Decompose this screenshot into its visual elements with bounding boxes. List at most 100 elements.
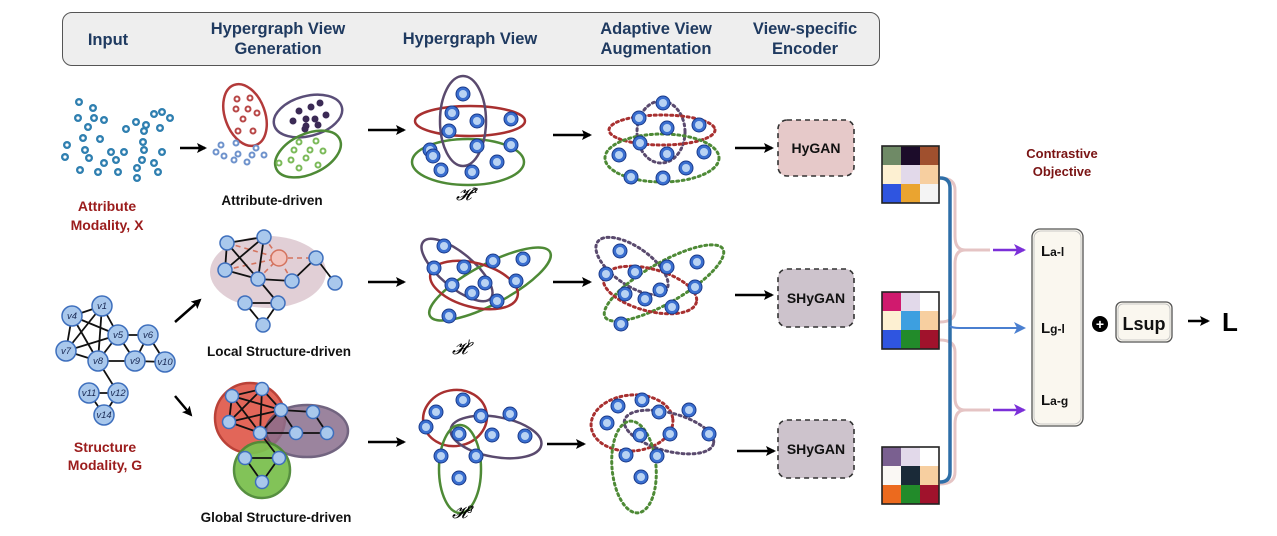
node-k — [254, 474, 270, 490]
augmented-view-attribute — [603, 95, 721, 186]
arrow-lg-l — [949, 322, 1026, 334]
loss-a-g: La-g — [1041, 392, 1068, 409]
matrix-cell — [901, 165, 920, 184]
pipeline-header — [62, 12, 880, 66]
node-f — [305, 404, 321, 420]
matrix-cell — [901, 146, 920, 165]
embedding-matrix-global — [881, 446, 940, 505]
encoder-label-attribute: HyGAN — [791, 140, 840, 156]
node-h — [319, 425, 335, 441]
matrix-cell — [920, 466, 939, 485]
hyperedge-green — [437, 423, 483, 515]
node-v12 — [107, 382, 129, 404]
node-v9 — [284, 273, 300, 289]
hyperedge-red — [413, 104, 527, 138]
loss-g-l: Lg-l — [1041, 320, 1065, 337]
blue-connector — [939, 176, 952, 484]
edge — [228, 388, 263, 423]
node-v5-removed — [270, 249, 288, 267]
matrix-border — [881, 145, 940, 204]
node-v7 — [55, 340, 77, 362]
hypergraph-view-global — [418, 388, 543, 515]
node-v4 — [61, 305, 83, 327]
header-input: Input — [87, 31, 129, 49]
node-v7 — [217, 262, 233, 278]
svg-text:+: + — [1096, 316, 1104, 332]
hypergraph-view-local — [420, 237, 553, 324]
node-v6 — [137, 324, 159, 346]
node-v8 — [87, 350, 109, 372]
arrow-global-gen — [174, 395, 193, 417]
matrix-cell — [882, 184, 901, 203]
node-label: v6 — [143, 330, 154, 341]
cluster-purple — [272, 93, 344, 139]
hyperedge-purple — [420, 237, 494, 303]
matrix-cell — [920, 292, 939, 311]
node-label: v9 — [130, 356, 141, 367]
purple-point — [302, 115, 310, 123]
attribute-driven-clusters — [212, 82, 344, 179]
hyperedge-green — [410, 137, 526, 187]
matrix-cell — [882, 447, 901, 466]
purple-point — [295, 107, 303, 115]
node-i — [237, 450, 253, 466]
node-j — [271, 450, 287, 466]
matrix-cell — [882, 146, 901, 165]
node-label: v5 — [113, 330, 124, 341]
pink-connector-top-upper — [939, 176, 990, 252]
matrix-cell — [882, 311, 901, 330]
node-v10 — [327, 275, 343, 291]
cluster-red — [222, 82, 268, 148]
matrix-border — [881, 446, 940, 505]
purple-point — [301, 125, 309, 133]
attribute-driven-label: Attribute-driven — [221, 193, 322, 208]
global-structure-label: Global Structure-driven — [201, 510, 352, 525]
aug-hyperedge-red — [589, 393, 675, 453]
matrix-cell — [920, 146, 939, 165]
matrix-cell — [901, 184, 920, 203]
matrix-cell — [920, 165, 939, 184]
augmented-view-global — [589, 392, 717, 515]
header-encoder: View-specific Encoder — [752, 20, 858, 58]
attribute-points — [61, 98, 174, 182]
aug-hyperedge-green — [610, 419, 658, 515]
aug-hyperedge-purple — [622, 408, 716, 456]
matrix-cell — [882, 330, 901, 349]
matrix-cell — [901, 311, 920, 330]
matrix-cell — [901, 330, 920, 349]
node-b — [254, 381, 270, 397]
edge — [224, 236, 265, 271]
node-v11 — [237, 295, 253, 311]
matrix-cell — [920, 184, 939, 203]
matrix-cell — [882, 466, 901, 485]
view-symbol-a: 𝓗a — [456, 185, 478, 204]
pink-connector-top-lower — [939, 248, 966, 324]
structure-modality-label-2: Modality, G — [68, 457, 143, 473]
encoder-shygan-global — [777, 419, 855, 479]
matrix-cell — [882, 485, 901, 504]
matrix-cell — [901, 292, 920, 311]
node-v6 — [308, 250, 324, 266]
local-neighborhood — [210, 236, 326, 308]
embedding-matrix-local — [881, 291, 940, 350]
purple-point — [316, 99, 324, 107]
encoder-shygan-local — [777, 268, 855, 328]
dashed-edge — [226, 242, 280, 259]
contrastive-loss-box — [1031, 228, 1084, 427]
plus-icon — [1092, 316, 1108, 332]
local-structure-label: Local Structure-driven — [207, 344, 351, 359]
encoder-hygan-attribute — [777, 119, 855, 177]
purple-point — [289, 117, 297, 125]
community-green — [232, 440, 292, 500]
cluster-green — [273, 129, 343, 179]
node-d — [252, 425, 268, 441]
node-v14 — [255, 317, 271, 333]
node-c — [221, 414, 237, 430]
node-v1 — [91, 295, 113, 317]
node-v4 — [219, 235, 235, 251]
matrix-border — [881, 291, 940, 350]
node-v9 — [124, 350, 146, 372]
augmented-view-local — [594, 235, 726, 332]
